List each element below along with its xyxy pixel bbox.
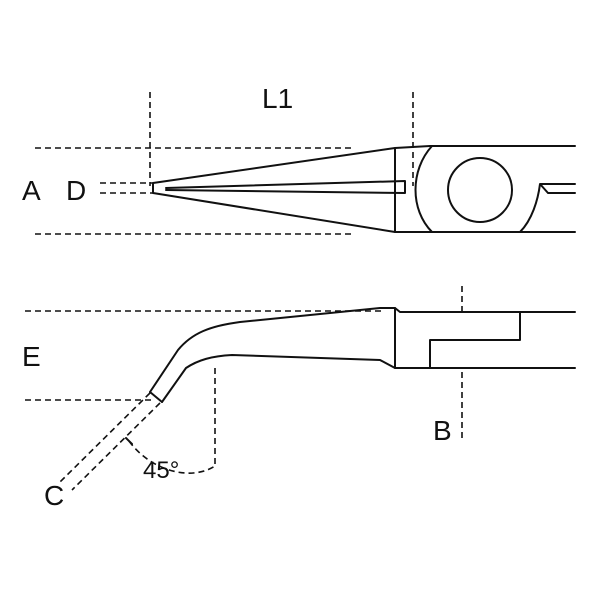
handle-arm: [519, 183, 576, 233]
side-view: [25, 286, 576, 491]
angle-arc: [128, 440, 216, 474]
label-angle: 45°: [143, 457, 179, 484]
top-view: [35, 92, 576, 235]
handle-step: [429, 311, 521, 369]
label-l1: L1: [262, 83, 293, 114]
label-a: A: [22, 175, 41, 206]
joint-plate-outline: [414, 145, 433, 233]
bent-jaw-upper-outline: [149, 307, 576, 393]
jaw-split-line: [165, 180, 406, 194]
pivot-circle: [447, 157, 513, 223]
label-b: B: [433, 415, 452, 446]
label-c: C: [44, 480, 64, 511]
label-d: D: [66, 175, 86, 206]
bent-jaw-tip: [149, 391, 163, 403]
tip-extension-upper: [59, 392, 151, 483]
label-e: E: [22, 341, 41, 372]
tip-extension-lower: [71, 402, 161, 491]
bent-jaw-lower-outline: [161, 354, 576, 403]
upper-jaw-outline: [152, 145, 576, 184]
